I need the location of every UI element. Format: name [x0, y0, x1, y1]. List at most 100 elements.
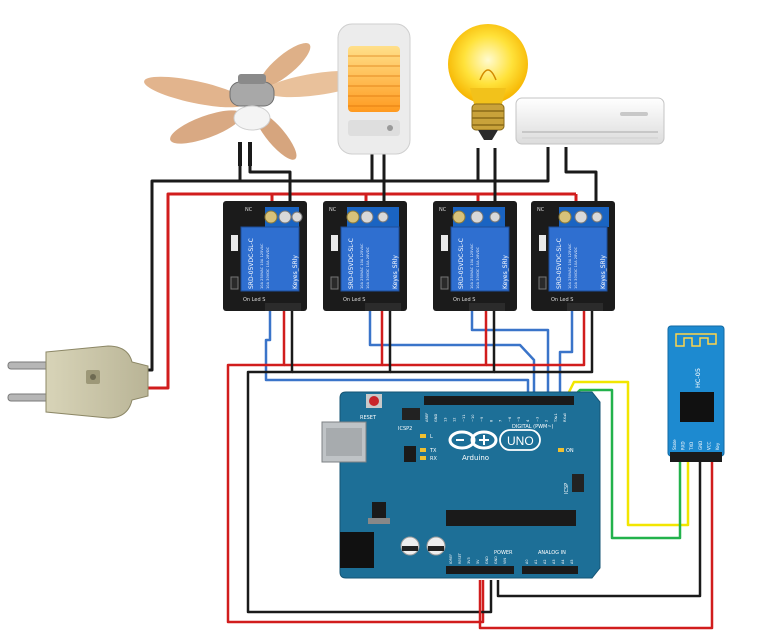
analog-pin-label-1: A1	[534, 560, 538, 564]
relay-spec-line-1: 10A 250VAC 10A 125VAC	[470, 243, 474, 289]
relay-body	[340, 226, 400, 292]
bt-header	[670, 452, 722, 462]
relay-body	[240, 226, 300, 292]
digital-pin-label-14: TX▸1	[554, 413, 558, 423]
digital-pin-label-0: AREF	[425, 413, 429, 422]
relay-spec-line-2: 10A 30VDC 10A 28VDC	[266, 246, 270, 289]
relay-pin-labels: On Led S	[551, 297, 573, 303]
relay3-signal	[470, 310, 550, 398]
digital-header	[424, 396, 574, 405]
analog-label: ANALOG IN	[538, 550, 566, 556]
relay2-gnd	[292, 310, 392, 374]
dc-power-jack	[340, 532, 374, 568]
power-pin-label-4: GND	[485, 556, 489, 564]
relay-spec-line-2: 10A 30VDC 10A 28VDC	[366, 246, 370, 289]
digital-pin-label-10: ~5	[517, 417, 521, 422]
ac-return	[564, 147, 598, 215]
relay-body	[548, 226, 608, 292]
bt-vcc-red	[478, 462, 714, 630]
mains-black-wire	[148, 147, 550, 372]
relay-terminal-label: NC	[329, 207, 337, 213]
power-pin-label-6: VIN	[503, 558, 507, 564]
relay-terminal-screw	[574, 210, 588, 224]
relay-terminal-screw	[470, 210, 484, 224]
uno-text: UNO	[507, 434, 534, 448]
voltage-regulator	[372, 502, 386, 522]
digital-pin-label-3: 12	[453, 417, 457, 422]
relay-model-text: SRD-05VDC-SL-C	[458, 238, 465, 289]
relay-gnd-black	[246, 310, 493, 614]
bt-pin-label-0: State	[672, 439, 677, 450]
bt-txd-yellow	[564, 380, 690, 527]
analog-pin-label-0: A0	[525, 560, 529, 564]
relay-pin-labels: On Led S	[453, 297, 475, 303]
digital-pin-label-13: 2	[545, 420, 549, 422]
relay-body	[450, 226, 510, 292]
relay-spec-line-2: 10A 30VDC 10A 28VDC	[574, 246, 578, 289]
heater-icon	[337, 23, 411, 155]
bt-pin-label-4: VCC	[706, 441, 711, 450]
relay1-signal	[264, 310, 530, 398]
reset-button[interactable]	[369, 396, 379, 406]
fan-return	[248, 163, 292, 215]
power-pin-label-2: 3V3	[467, 557, 471, 564]
bt-pin-label-2: TXD	[689, 442, 694, 451]
power-header	[446, 566, 514, 574]
relay-spec-line-1: 10A 250VAC 10A 125VAC	[568, 243, 572, 289]
relay-terminal-label: NC	[537, 207, 545, 213]
digital-pin-label-8: 7	[499, 420, 503, 422]
bt-pin-label-3: GND	[698, 441, 703, 450]
digital-pin-label-2: 13	[443, 417, 447, 422]
power-pin-label-0: IOREF	[449, 554, 453, 564]
led-label-tx: TX	[429, 448, 437, 454]
relay4-signal	[558, 310, 574, 398]
digital-pin-label-4: ~11	[462, 414, 466, 422]
mains-wiring	[148, 147, 598, 390]
relay-model-text: SRD-05VDC-SL-C	[348, 238, 355, 289]
usb-chip	[404, 446, 416, 462]
digital-pin-label-7: 8	[489, 419, 493, 422]
on-label: ON	[566, 448, 574, 454]
led-label-l: L	[430, 434, 433, 440]
light-bulb-icon	[448, 24, 528, 140]
digital-pin-label-1: GND	[434, 414, 438, 422]
bt-model-label: HC-05	[694, 368, 702, 388]
arduino-brand-text: Arduino	[462, 454, 489, 462]
atmega-chip	[446, 510, 576, 526]
bt-pin-label-1: RXD	[681, 441, 686, 450]
relay-brand: Keyes_SRly	[392, 255, 399, 289]
icsp-label: ICSP	[564, 483, 570, 494]
relay-module-2: NC SRD-05VDC-SL-C 10A 250VAC 10A 125VAC …	[323, 201, 407, 311]
ceiling-fan-icon	[144, 43, 370, 166]
relay-model-text: SRD-05VDC-SL-C	[556, 238, 563, 289]
relay-pin-labels: On Led S	[243, 297, 265, 303]
led-label-rx: RX	[430, 456, 437, 462]
relay-module-1: NC SRD-05VDC-SL-C 10A 250VAC 10A 125VAC …	[223, 201, 307, 311]
icsp-header	[572, 474, 584, 492]
relay-vcc-red	[226, 310, 485, 624]
relay3-gnd	[390, 310, 496, 374]
power-pin-label-5: GND	[494, 556, 498, 564]
analog-pin-label-5: A5	[570, 560, 574, 564]
digital-pin-label-6: ~9	[480, 416, 484, 422]
digital-pin-label-12: ~3	[535, 417, 539, 422]
power-pin-label-1: RESET	[458, 552, 462, 564]
relay-module-3: NC SRD-05VDC-SL-C 10A 250VAC 10A 125VAC …	[433, 201, 517, 311]
digital-pin-label-9: ~6	[508, 416, 512, 422]
bt-pin-label-5: Key	[715, 442, 720, 450]
bt-gnd-black	[496, 462, 702, 598]
relay4-vcc	[486, 310, 586, 367]
arduino-uno-board: RESET ICSP 2 DIGITAL (PWM~) AREF GND 13 12 ~1…	[321, 391, 601, 579]
relay-spec-line-1: 10A 250VAC 10A 125VAC	[360, 243, 364, 289]
mains-red-wire	[148, 192, 576, 390]
relay-terminal-label: NC	[245, 207, 253, 213]
power-label: POWER	[494, 550, 513, 556]
analog-pin-label-4: A4	[561, 560, 565, 564]
digital-label: DIGITAL (PWM~)	[512, 424, 554, 430]
analog-pin-label-2: A2	[543, 560, 547, 564]
relay2-signal	[368, 310, 536, 398]
